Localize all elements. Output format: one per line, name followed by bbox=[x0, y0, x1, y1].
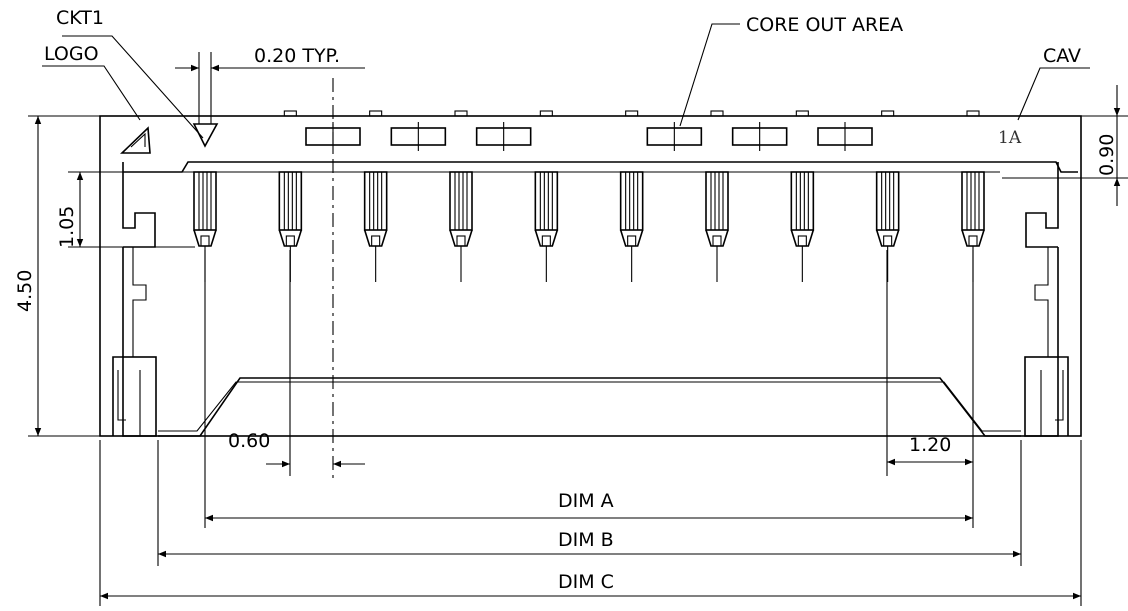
core-out-pocket bbox=[646, 122, 703, 151]
logo-label: LOGO bbox=[44, 43, 99, 65]
dim-c-label: DIM C bbox=[558, 571, 614, 593]
dim-a: DIM A bbox=[204, 250, 974, 528]
core-out-area-label: CORE OUT AREA bbox=[746, 14, 903, 36]
contact-pin bbox=[705, 171, 729, 282]
core-out-pocket bbox=[817, 122, 873, 151]
dim-120-label: 1.20 bbox=[909, 434, 951, 456]
contact-pin bbox=[790, 171, 815, 282]
contact-pin bbox=[619, 171, 644, 282]
dim-090: 0.90 bbox=[1002, 85, 1128, 206]
left-latch bbox=[112, 162, 157, 437]
contact-pins bbox=[193, 171, 985, 282]
core-out-pockets bbox=[305, 122, 873, 151]
dim-450-label: 4.50 bbox=[14, 270, 36, 312]
dim-090-label: 0.90 bbox=[1096, 134, 1118, 176]
ckt1-marker-icon bbox=[192, 116, 219, 148]
contact-pin bbox=[534, 171, 559, 282]
dim-060-label: 0.60 bbox=[228, 430, 270, 452]
terminal-tab bbox=[283, 110, 297, 117]
contact-pin bbox=[961, 171, 985, 282]
dim-450: 4.50 bbox=[14, 115, 100, 437]
terminal-tab bbox=[710, 110, 724, 117]
dim-105-label: 1.05 bbox=[56, 206, 78, 248]
core-out-pocket bbox=[731, 122, 788, 151]
housing-outline bbox=[99, 115, 1082, 437]
logo-callout: LOGO bbox=[42, 43, 141, 121]
terminal-tab bbox=[795, 110, 809, 117]
dim-105: 1.05 bbox=[56, 171, 195, 248]
typ-callout: 0.20 TYP. bbox=[175, 45, 365, 116]
cavity-mark: 1A bbox=[998, 128, 1022, 148]
terminal-tab bbox=[454, 110, 468, 117]
terminal-tab bbox=[539, 110, 553, 117]
terminal-tab bbox=[625, 110, 639, 117]
contact-pin bbox=[449, 171, 473, 282]
dim-b-label: DIM B bbox=[558, 529, 614, 551]
dim-c: DIM C bbox=[99, 440, 1082, 606]
ckt1-callout: CKT1 bbox=[56, 7, 204, 139]
contact-pin bbox=[875, 171, 900, 282]
terminal-tab bbox=[881, 110, 895, 117]
cav-callout: CAV 1A bbox=[998, 45, 1090, 148]
core-out-callout: CORE OUT AREA bbox=[679, 14, 903, 127]
terminal-tabs bbox=[283, 110, 980, 117]
logo-icon bbox=[120, 126, 151, 154]
terminal-tab bbox=[966, 110, 980, 117]
ckt1-label: CKT1 bbox=[56, 7, 104, 29]
dim-a-label: DIM A bbox=[558, 490, 614, 512]
right-latch bbox=[1024, 162, 1069, 437]
terminal-tab bbox=[369, 110, 383, 117]
dim-b: DIM B bbox=[157, 440, 1022, 566]
dim-120: 1.20 bbox=[886, 250, 973, 476]
core-out-pocket bbox=[475, 122, 532, 151]
cav-label: CAV bbox=[1043, 45, 1081, 67]
core-out-pocket bbox=[390, 122, 447, 151]
dim-060: 0.60 bbox=[228, 250, 365, 476]
contact-pin bbox=[363, 171, 388, 282]
typ-dimension-label: 0.20 TYP. bbox=[254, 45, 340, 67]
